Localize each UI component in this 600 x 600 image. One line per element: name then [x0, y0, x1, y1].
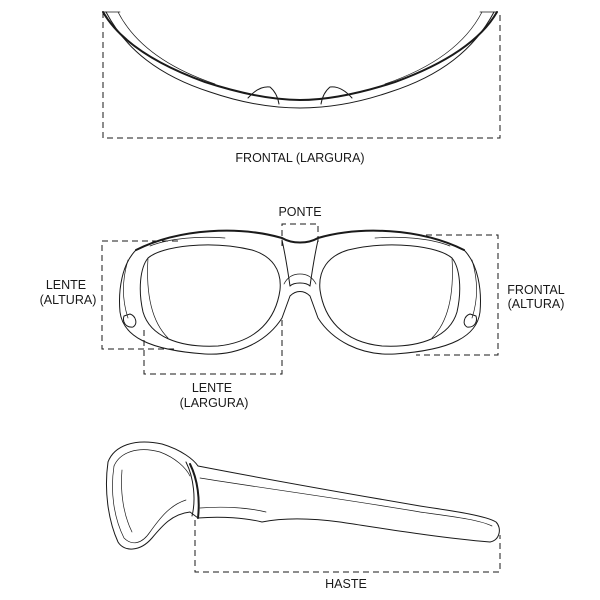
- frontal-altura-label-line2: (ALTURA): [508, 297, 565, 311]
- frontal-altura-label-line1: FRONTAL: [507, 283, 564, 297]
- ponte-label: PONTE: [278, 205, 321, 219]
- lente-largura-dimension: [143, 318, 283, 375]
- lente-altura-label-line1: LENTE: [46, 278, 86, 292]
- frontal-largura-dimension: [102, 12, 501, 139]
- glasses-front-view: [119, 229, 481, 355]
- ponte-dimension: [281, 223, 319, 246]
- haste-dimension: [194, 520, 501, 573]
- frontal-altura-dimension: [416, 234, 499, 356]
- glasses-side-view: [106, 441, 500, 550]
- haste-label: HASTE: [325, 577, 367, 591]
- lente-largura-label-line2: (LARGURA): [180, 396, 249, 410]
- lente-largura-label-line1: LENTE: [192, 381, 232, 395]
- lente-altura-label-line2: (ALTURA): [40, 293, 97, 307]
- lente-altura-dimension: [101, 240, 178, 350]
- frontal-largura-label: FRONTAL (LARGURA): [235, 151, 364, 165]
- glasses-top-view: [102, 11, 498, 109]
